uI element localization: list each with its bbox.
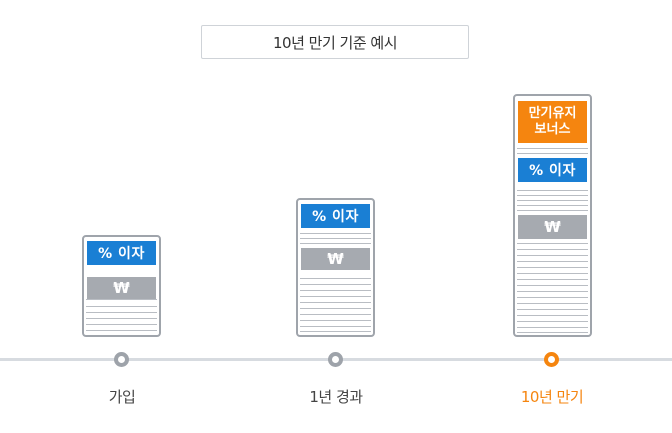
bonus-tag-line1: 만기유지: [529, 106, 577, 122]
layer-line: [517, 297, 588, 298]
layer-line: [517, 190, 588, 191]
stage-label-one-year: 1년 경과: [309, 386, 362, 407]
layer-line: [517, 148, 588, 149]
principal-tag: ₩: [301, 248, 370, 270]
layer-line: [517, 309, 588, 310]
layer-line: [517, 285, 588, 286]
layer-line: [86, 299, 157, 300]
layer-line: [517, 303, 588, 304]
stack-ten-year: 만기유지 보너스 % 이자 ₩: [513, 94, 592, 337]
layer-line: [517, 327, 588, 328]
bonus-tag-line2: 보너스: [535, 122, 571, 138]
layer-line: [517, 261, 588, 262]
stage-label-ten-year: 10년 만기: [521, 386, 583, 407]
layer-line: [300, 278, 371, 279]
layer-line: [517, 291, 588, 292]
layer-line: [517, 279, 588, 280]
layer-line: [86, 318, 157, 319]
layer-line: [86, 324, 157, 325]
layer-line: [300, 290, 371, 291]
layer-line: [300, 326, 371, 327]
timeline-dot-one-year: [328, 352, 343, 367]
principal-tag: ₩: [518, 215, 587, 239]
layer-line: [300, 243, 371, 244]
interest-tag: % 이자: [87, 241, 156, 265]
stage-label-join: 가입: [109, 386, 136, 407]
stack-one-year: % 이자 ₩: [296, 198, 375, 337]
layer-line: [300, 238, 371, 239]
layer-line: [300, 233, 371, 234]
layer-line: [86, 306, 157, 307]
layer-line: [517, 243, 588, 244]
layer-line: [517, 315, 588, 316]
layer-line: [300, 308, 371, 309]
layer-line: [517, 321, 588, 322]
layer-line: [517, 332, 588, 333]
interest-tag: % 이자: [518, 158, 587, 182]
layer-line: [300, 284, 371, 285]
layer-line: [517, 255, 588, 256]
layer-line: [86, 330, 157, 331]
timeline-dot-ten-year: [544, 352, 559, 367]
layer-line: [517, 200, 588, 201]
layer-line: [86, 312, 157, 313]
layer-line: [517, 273, 588, 274]
layer-line: [517, 195, 588, 196]
layer-line: [517, 153, 588, 154]
stack-join: % 이자 ₩: [82, 235, 161, 337]
layer-line: [300, 302, 371, 303]
diagram-title: 10년 만기 기준 예시: [201, 25, 469, 59]
layer-line: [517, 210, 588, 211]
principal-tag: ₩: [87, 277, 156, 299]
layer-line: [300, 320, 371, 321]
layer-line: [517, 267, 588, 268]
layer-line: [300, 314, 371, 315]
layer-line: [300, 331, 371, 332]
timeline-dot-join: [114, 352, 129, 367]
interest-tag: % 이자: [301, 204, 370, 228]
bonus-tag: 만기유지 보너스: [518, 101, 587, 143]
layer-line: [517, 249, 588, 250]
layer-line: [300, 296, 371, 297]
layer-line: [517, 205, 588, 206]
